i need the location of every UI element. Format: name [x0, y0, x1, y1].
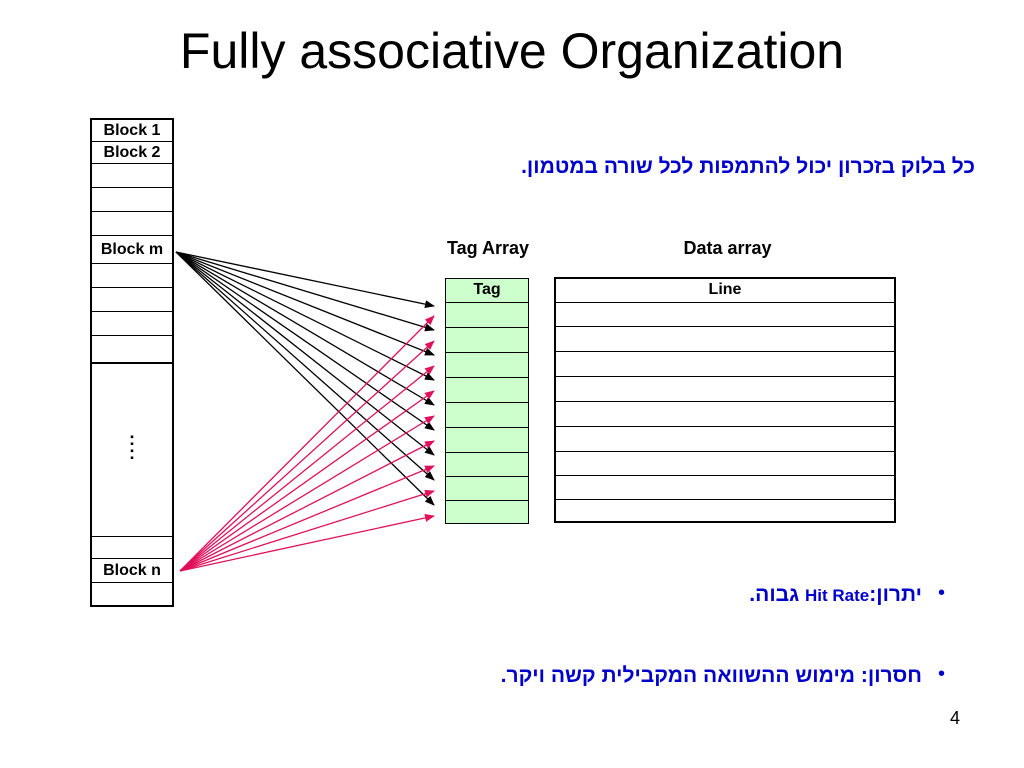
data-row — [556, 476, 894, 500]
memory-empty-row — [92, 537, 172, 559]
memory-empty-row — [92, 188, 172, 212]
tag-row — [446, 353, 528, 378]
block-n-arrow — [179, 465, 435, 572]
memory-block-1: Block 1 — [92, 120, 172, 142]
memory-empty-row — [92, 312, 172, 336]
block-m-arrow — [175, 251, 435, 332]
block-m-arrow — [175, 251, 435, 309]
bullet-marker: • — [938, 663, 946, 685]
memory-block-m: Block m — [92, 236, 172, 264]
memory-empty-row — [92, 164, 172, 188]
advantage-suffix: גבוה. — [749, 583, 805, 606]
block-n-arrow — [179, 489, 435, 572]
block-n-arrow — [179, 513, 435, 572]
data-row — [556, 452, 894, 476]
memory-empty-row — [92, 288, 172, 312]
page-number: 4 — [950, 708, 961, 728]
tag-row — [446, 477, 528, 501]
block-n-arrow — [179, 340, 435, 572]
block-m-arrow — [175, 251, 435, 506]
data-row — [556, 352, 894, 377]
block-n-arrow — [179, 365, 435, 572]
tag-row — [446, 428, 528, 453]
memory-empty-row — [92, 212, 172, 236]
data-row — [556, 327, 894, 352]
tag-array: Tag — [445, 278, 529, 524]
advantage-prefix: יתרון: — [869, 583, 922, 606]
block-n-arrow — [179, 390, 435, 572]
block-m-arrow — [175, 251, 435, 456]
advantage-text: יתרון:Hit Rate גבוה. — [560, 582, 922, 609]
disadvantage-text: חסרון: מימוש ההשוואה המקבילית קשה ויקר. — [500, 664, 922, 687]
memory-ellipsis: : : — [129, 429, 135, 463]
block-m-arrows — [175, 251, 435, 506]
memory-empty-row — [92, 336, 172, 364]
memory-empty-row — [92, 264, 172, 288]
block-n-arrow — [179, 315, 435, 572]
data-array-label: Data array — [683, 238, 772, 258]
memory-block-2: Block 2 — [92, 142, 172, 164]
data-row — [556, 427, 894, 452]
tag-row — [446, 328, 528, 353]
memory-block-n: Block n — [92, 559, 172, 583]
block-m-arrow — [175, 251, 435, 381]
main-memory: Block 1 Block 2 Block m : : Block n — [90, 118, 174, 607]
block-m-arrow — [175, 251, 435, 406]
data-row — [556, 377, 894, 402]
mapping-description: כל בלוק בזכרון יכול להתמפות לכל שורה במט… — [521, 155, 975, 178]
block-m-arrow — [175, 251, 435, 356]
bullet-marker: • — [938, 582, 946, 604]
block-n-arrow — [179, 440, 435, 572]
slide-title: Fully associative Organization — [179, 23, 845, 79]
tag-row — [446, 303, 528, 328]
memory-gap-region — [92, 364, 172, 537]
tag-row — [446, 453, 528, 477]
data-array: Line — [554, 277, 896, 523]
tag-array-label: Tag Array — [446, 238, 530, 258]
block-n-arrows — [179, 315, 435, 572]
data-row — [556, 402, 894, 427]
tag-row — [446, 403, 528, 428]
data-row — [556, 303, 894, 327]
block-n-arrow — [179, 415, 435, 572]
tag-row — [446, 378, 528, 403]
tag-header: Tag — [446, 279, 528, 303]
advantage-term: Hit Rate — [805, 586, 870, 605]
data-header: Line — [556, 279, 894, 303]
